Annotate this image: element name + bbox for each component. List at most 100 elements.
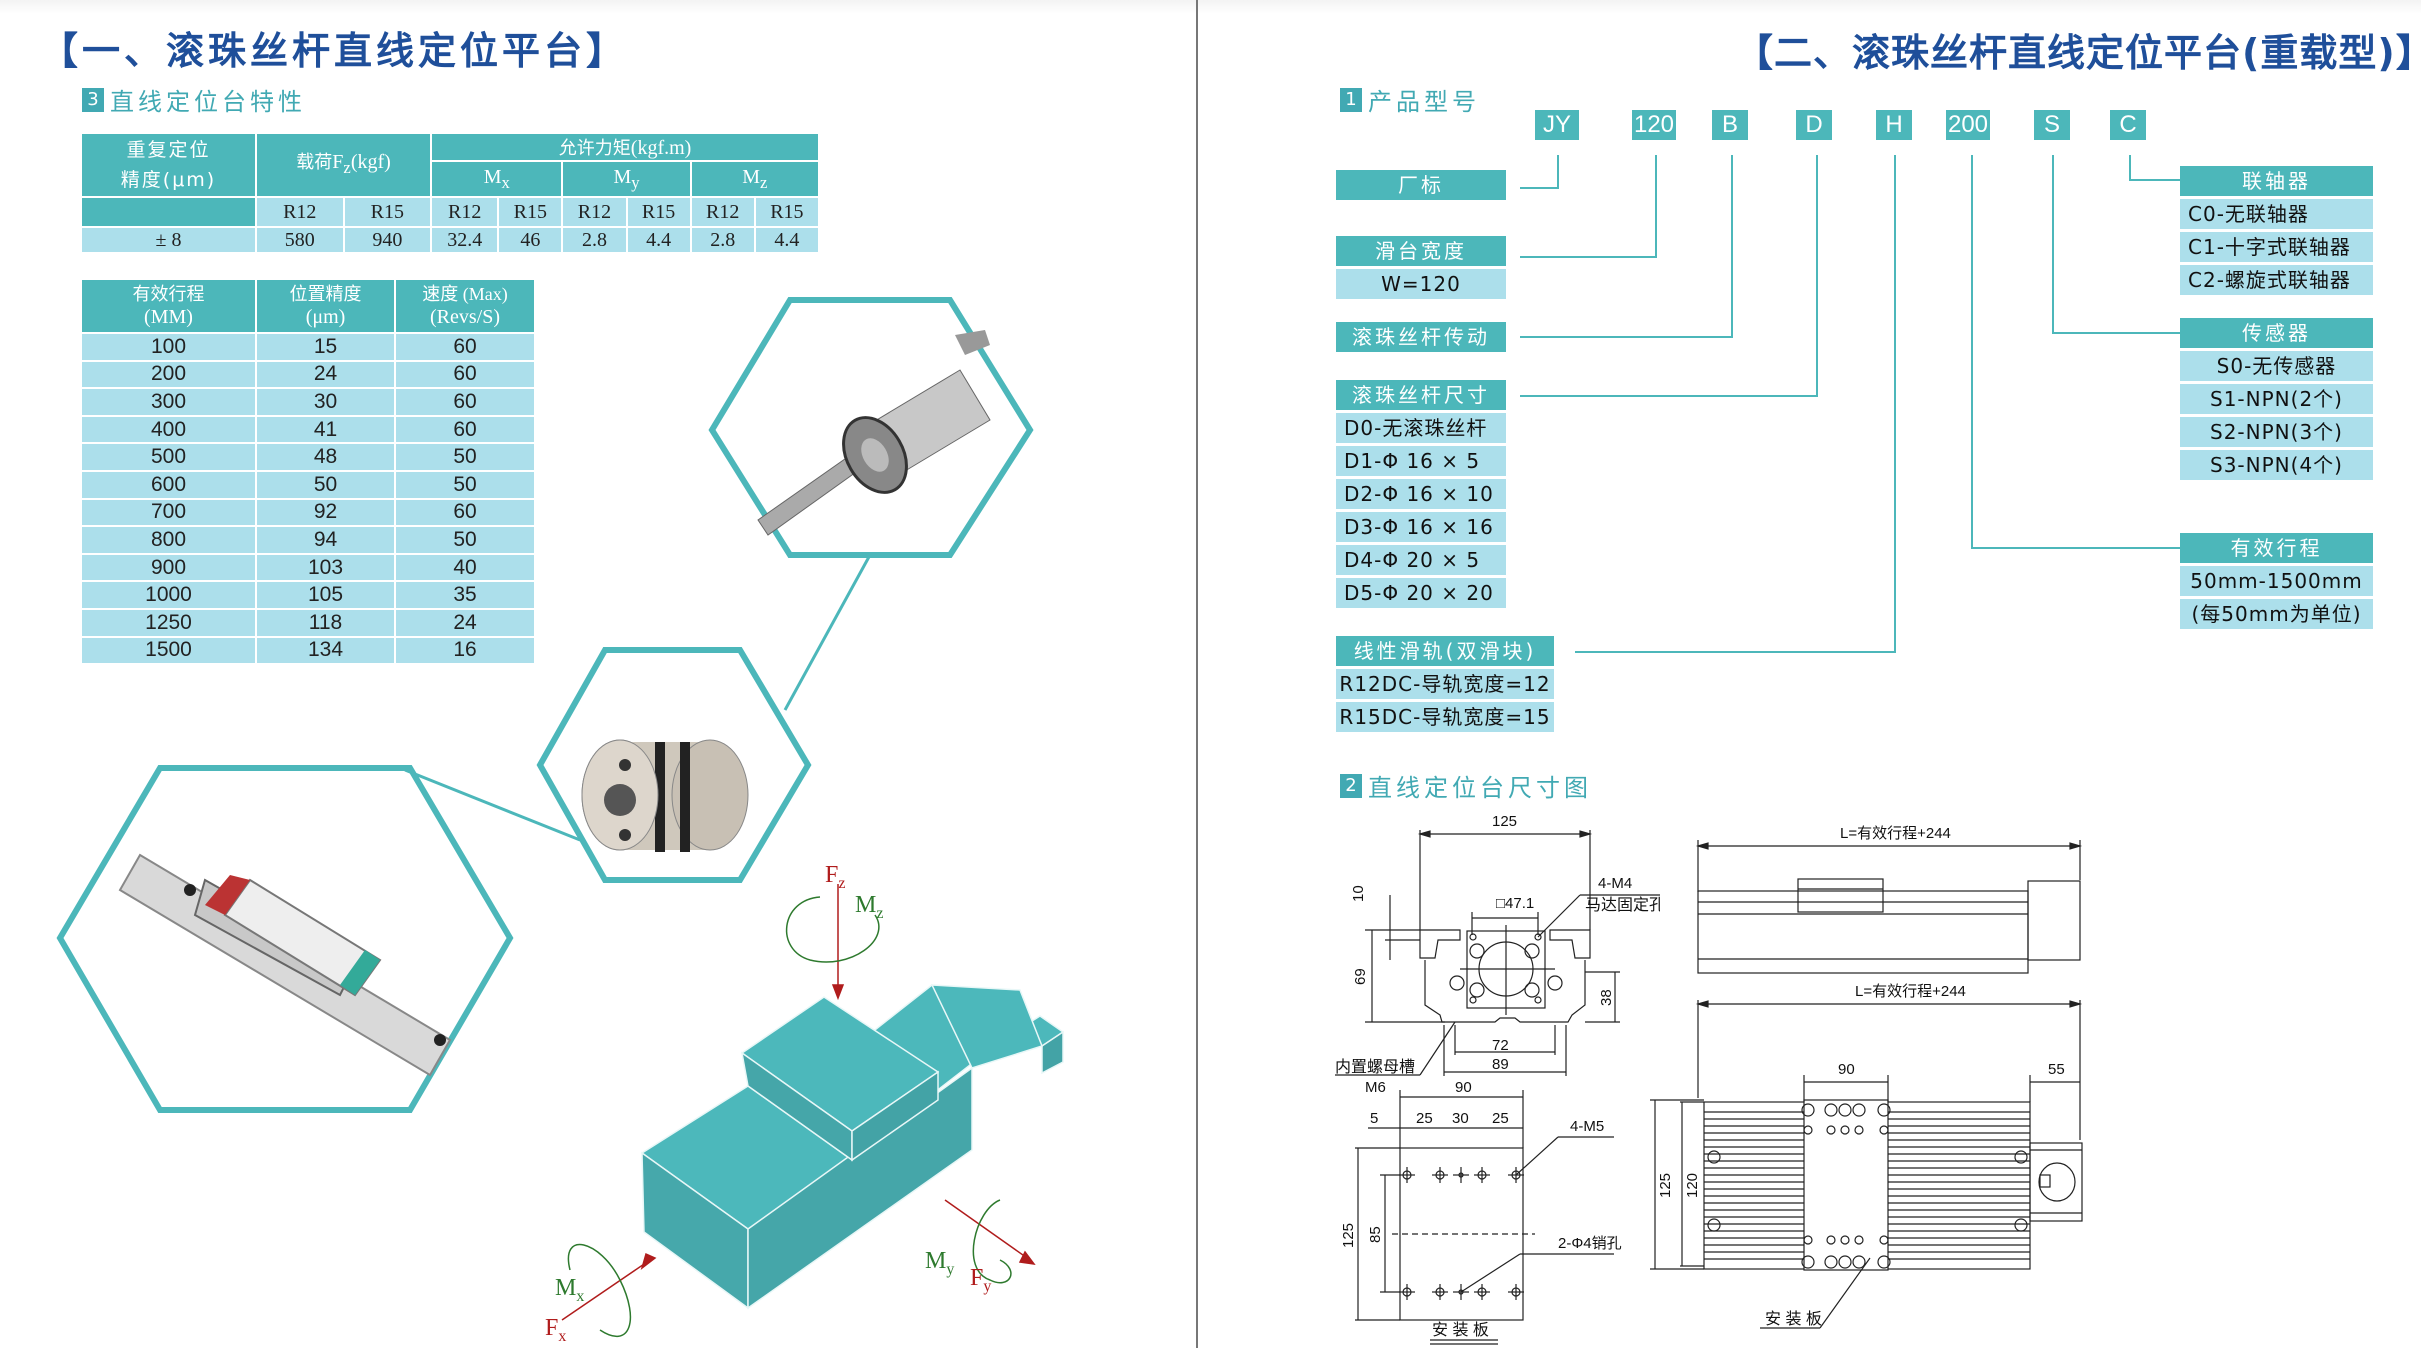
table-cell: 100 <box>80 332 257 362</box>
block-body <box>640 984 1065 1310</box>
sensor-header: 传感器 <box>2180 318 2373 348</box>
dim-55: 55 <box>2048 1061 2065 1078</box>
header-accuracy: 位置精度(μm) <box>255 278 396 334</box>
table-cell: 60 <box>394 497 536 528</box>
table-cell: 50 <box>394 525 536 555</box>
dim-length-2: L=有效行程+244 <box>1855 983 1966 1000</box>
table-cell: 30 <box>255 387 396 417</box>
header-mx: Mx <box>430 160 564 198</box>
option-item: S1-NPN(2个) <box>2180 384 2373 414</box>
model-code-box: S <box>2034 110 2070 140</box>
header-speed: 速度 (Max)(Revs/S) <box>394 278 536 334</box>
table-cell: 105 <box>255 580 396 610</box>
sub-cell: R12 <box>561 196 628 228</box>
side-top-view-drawing: L=有效行程+244 L=有效行程+244 90 55 安 装 板 125 12… <box>1650 825 2083 1329</box>
dim-4m5: 4-M5 <box>1570 1118 1604 1135</box>
cell: 32.4 <box>430 226 500 254</box>
cell: ± 8 <box>80 226 257 254</box>
sub-cell: R12 <box>255 196 345 228</box>
section-label: 直线定位台特性 <box>110 88 306 116</box>
linear-guide-image <box>118 853 452 1077</box>
option-item: D3-Φ 16 × 16 <box>1336 512 1506 542</box>
table-cell: 400 <box>80 414 257 445</box>
option-item: S3-NPN(4个) <box>2180 450 2373 480</box>
table-cell: 41 <box>255 414 396 445</box>
model-code-box: 120 <box>1632 110 1676 140</box>
option-item: D5-Φ 20 × 20 <box>1336 578 1506 608</box>
coupling-header: 联轴器 <box>2180 166 2373 196</box>
diagram-labels: Fz Mz Mx Fx My Fy <box>545 862 991 1345</box>
cell: 940 <box>342 226 433 254</box>
label-mount-plate: 安 装 板 <box>1432 1321 1489 1339</box>
table-cell: 60 <box>394 414 536 445</box>
label-nut-slot: 内置螺母槽 <box>1335 1058 1415 1076</box>
connector-line <box>783 554 872 711</box>
table-cell: 103 <box>255 552 396 583</box>
option-item: D0-无滚珠丝杆 <box>1336 413 1506 443</box>
cell: 2.8 <box>689 226 756 254</box>
label-pin-hole: 2-Φ4销孔 <box>1558 1235 1622 1252</box>
table-cell: 900 <box>80 552 257 583</box>
model-code-box: D <box>1796 110 1832 140</box>
linear-guide-hexagon <box>56 765 514 1113</box>
subheader-row: R12 R15 R12 R15 R12 R15 R12 R15 <box>80 196 821 228</box>
header-my: My <box>561 160 692 198</box>
table-cell: 800 <box>80 525 257 555</box>
product-illustrations <box>56 297 1034 1113</box>
dim-125b: 125 <box>1340 1223 1357 1248</box>
dim-4m4: 4-M4 <box>1598 875 1632 892</box>
dim-5: 5 <box>1370 1110 1378 1127</box>
force-arrows <box>561 884 1036 1321</box>
coupling-hexagon <box>536 647 812 883</box>
dim-30: 30 <box>1452 1110 1469 1127</box>
cell: 2.8 <box>561 226 628 254</box>
table-cell: 35 <box>394 580 536 610</box>
screw-header: 滚珠丝杆尺寸 <box>1336 380 1506 410</box>
section-characteristics: 3 直线定位台特性 <box>82 82 306 117</box>
dim-10: 10 <box>1350 885 1367 902</box>
table-cell: 24 <box>255 359 396 390</box>
option-item: D2-Φ 16 × 10 <box>1336 479 1506 509</box>
coupling-image <box>581 739 749 852</box>
table-cell: 1000 <box>80 580 257 610</box>
dim-125c: 125 <box>1657 1173 1674 1198</box>
option-item: C0-无联轴器 <box>2180 199 2373 229</box>
section-number: 2 <box>1340 773 1362 798</box>
dim-25a: 25 <box>1416 1110 1433 1127</box>
option-item: S2-NPN(3个) <box>2180 417 2373 447</box>
option-item: C2-螺旋式联轴器 <box>2180 265 2373 295</box>
header-repeat-accuracy: 重复定位精度(μm) <box>80 132 257 198</box>
table-cell: 15 <box>255 332 396 362</box>
right-page-title: 【二、滚珠丝杆直线定位平台(重载型)】 <box>1735 31 2421 75</box>
dim-length-1: L=有效行程+244 <box>1840 825 1951 842</box>
table-row: ± 8 580 940 32.4 46 2.8 4.4 2.8 4.4 <box>80 226 821 254</box>
label-fx: Fx <box>545 1315 566 1345</box>
table-cell: 60 <box>394 359 536 390</box>
table-cell: 200 <box>80 359 257 390</box>
option-item: R15DC-导轨宽度=15 <box>1336 702 1554 732</box>
sub-cell: R15 <box>625 196 692 228</box>
cell: 46 <box>497 226 564 254</box>
table-cell: 60 <box>394 332 536 362</box>
label-fy: Fy <box>970 1265 991 1295</box>
table-cell: 1250 <box>80 607 257 638</box>
dim-69: 69 <box>1352 968 1369 985</box>
section-number: 3 <box>82 87 104 112</box>
header-allowed-moment: 允许力矩(kgf.m) <box>430 132 820 162</box>
dim-90b: 90 <box>1838 1061 1855 1078</box>
option-item: R12DC-导轨宽度=12 <box>1336 669 1554 699</box>
stroke-group: 有效行程 50mm-1500mm(每50mm为单位) <box>2180 533 2373 629</box>
connector-line <box>404 768 581 842</box>
model-code-box: JY <box>1535 110 1579 140</box>
cell: 4.4 <box>625 226 692 254</box>
